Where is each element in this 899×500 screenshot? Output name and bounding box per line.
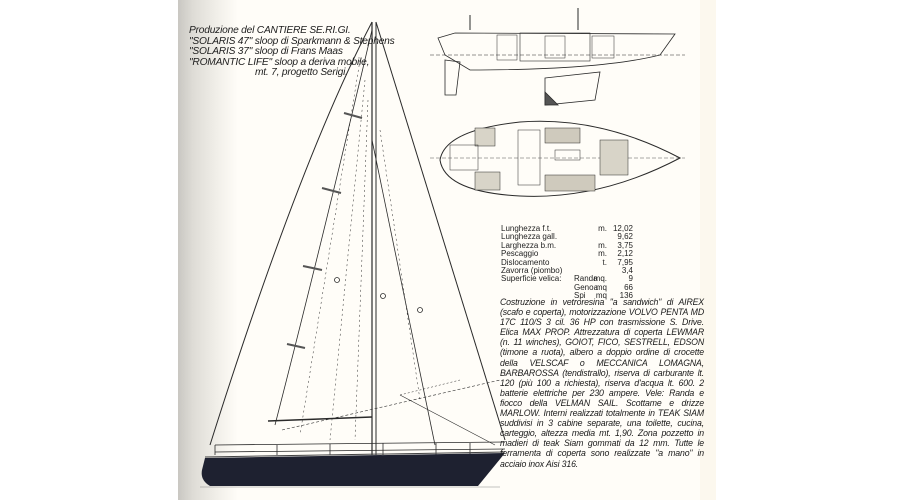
mainsail-leech (274, 29, 373, 426)
caption: Produzione del CANTIERE SE.RI.GI. "SOLAR… (189, 25, 399, 79)
magazine-page (178, 0, 716, 500)
spec-value: 3,75 (617, 240, 633, 250)
sail-unit: mq. (593, 274, 607, 284)
description-paragraph: Costruzione in vetroresina "a sandwich" … (500, 297, 704, 469)
spec-value: 12,02 (612, 224, 633, 233)
sail-area-label: Superficie velica: (501, 274, 562, 284)
caption-line: "ROMANTIC LIFE" sloop a deriva mobile, (189, 56, 370, 68)
spec-unit: m. (598, 249, 607, 259)
backstay (375, 21, 506, 441)
spec-value: 3,4 (621, 265, 633, 275)
spec-label: Dislocamento (501, 257, 550, 267)
spec-row: Larghezza b.m. m. 3,75 (501, 240, 633, 250)
sail-unit: mq (595, 291, 607, 301)
sail-value: 9 (628, 274, 633, 284)
spec-value: 9,62 (617, 232, 633, 242)
spec-row: Lunghezza gall. 9,62 (501, 232, 633, 242)
spec-label: Larghezza b.m. (501, 240, 557, 250)
caption-line: Produzione del CANTIERE SE.RI.GI. (189, 25, 351, 36)
spec-value: 2,12 (617, 249, 633, 259)
spec-label: Lunghezza gall. (501, 232, 558, 242)
spec-unit: t. (602, 257, 607, 267)
specifications-table: Lunghezza f.t. m. 12,02 Lunghezza gall. … (501, 224, 633, 301)
marker (334, 277, 340, 283)
spec-row: Dislocamento t. 7,95 (501, 257, 633, 267)
sail-area-row: Spi mq 136 (501, 291, 633, 301)
inboard-profile-drawing (430, 8, 685, 106)
jib-leech (371, 139, 436, 446)
sail-name: Spi (574, 291, 586, 301)
sail-value: 136 (619, 291, 633, 301)
spec-value: 7,95 (617, 257, 633, 267)
boom (267, 416, 373, 422)
spec-unit: m. (598, 240, 607, 250)
caption-line: mt. 7, progetto Serigi. (255, 67, 348, 79)
caption-line: "SOLARIS 47" sloop di Sparkmann & Stephe… (189, 35, 395, 47)
deck-plan-drawing (430, 120, 685, 197)
spec-label: Lunghezza f.t. (501, 224, 552, 233)
spec-row: Lunghezza f.t. m. 12,02 (501, 224, 633, 233)
page-edge (700, 0, 716, 500)
sail-value: 66 (624, 282, 633, 292)
page-fold-shadow (178, 0, 238, 500)
caption-line: "SOLARIS 37" sloop di Frans Maas (189, 46, 343, 58)
sail-name: Genoa (574, 282, 599, 292)
spec-label: Zavorra (piombo) (501, 265, 563, 275)
sail-plan-drawing (209, 21, 506, 455)
spec-label: Pescaggio (501, 249, 539, 259)
hull (201, 453, 505, 486)
sail-name: Randa (574, 274, 598, 284)
spec-row: Pescaggio m. 2,12 (501, 249, 633, 259)
spec-unit: m. (598, 224, 607, 233)
genoa-luff (209, 21, 373, 446)
sail-area-row: Genoa mq 66 (501, 282, 633, 292)
sail-unit: mq (595, 282, 607, 292)
sail-area-row: Superficie velica: Randa mq. 9 (501, 274, 633, 284)
spec-row: Zavorra (piombo) 3,4 (501, 265, 633, 275)
